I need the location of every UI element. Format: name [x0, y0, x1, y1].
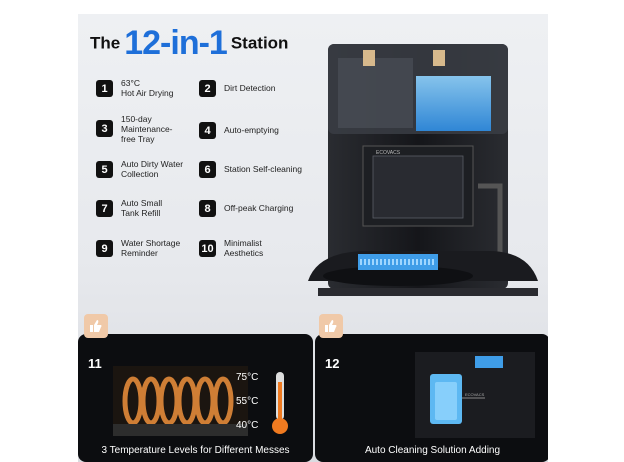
thumbs-up-icon [319, 314, 343, 338]
feature-label: Auto-emptying [224, 125, 279, 135]
station-brand: ECOVACS [376, 150, 401, 156]
temp-low: 40°C [236, 420, 259, 431]
feature-label: Off-peak Charging [224, 203, 294, 213]
feature-number: 9 [96, 240, 113, 257]
card-caption: 3 Temperature Levels for Different Messe… [101, 445, 290, 456]
feature-number: 1 [96, 80, 113, 97]
solution-brand: ECOVACS [465, 392, 485, 397]
temp-high: 75°C [236, 372, 259, 383]
feature-item: 2 Dirt Detection [199, 78, 303, 97]
station-illustration: ECOVACS [308, 44, 538, 296]
card-number: 12 [325, 356, 340, 371]
temp-mid: 55°C [236, 396, 259, 407]
feature-label: Dirt Detection [224, 83, 276, 93]
thermometer-icon [272, 372, 288, 434]
feature-number: 6 [199, 161, 216, 178]
feature-number: 2 [199, 80, 216, 97]
title-main: 12-in-1 [124, 24, 228, 62]
feature-item: 6 Station Self-cleaning [199, 159, 303, 178]
feature-item: 4 Auto-emptying [199, 120, 303, 139]
solution-illustration: ECOVACS [415, 352, 535, 438]
feature-number: 3 [96, 120, 113, 137]
feature-number: 7 [96, 200, 113, 217]
feature-number: 5 [96, 161, 113, 178]
feature-item: 8 Off-peak Charging [199, 198, 303, 217]
card-caption: Auto Cleaning Solution Adding [364, 445, 501, 456]
card-number: 11 [88, 356, 102, 371]
heater-illustration [113, 366, 248, 436]
thumbs-up-icon [84, 314, 108, 338]
feature-label: Station Self-cleaning [224, 164, 302, 174]
title-suffix: Station [230, 33, 289, 53]
feature-number: 4 [199, 122, 216, 139]
feature-number: 8 [199, 200, 216, 217]
feature-card-temperature: 11 75°C 55°C 40°C 3 Temperature Levels f… [78, 334, 313, 462]
feature-card-solution: 12 ECOVACS Auto Cleaning Solution Adding [315, 334, 548, 462]
feature-number: 10 [199, 240, 216, 257]
title-prefix: The [90, 33, 121, 53]
